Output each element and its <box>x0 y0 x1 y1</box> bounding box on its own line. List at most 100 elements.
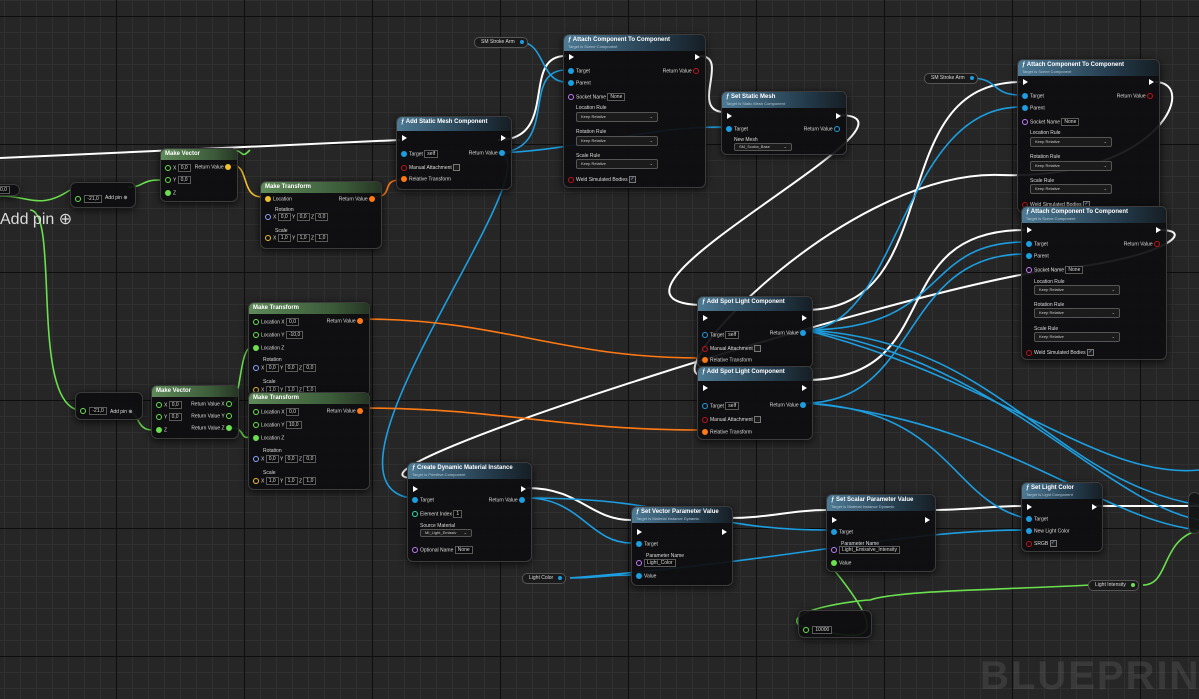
y-pin[interactable]: Y 0,0 <box>165 176 191 184</box>
target-pin[interactable]: Target <box>1026 241 1048 247</box>
make-vector-node-2[interactable]: Make Vector X 0,0 Y 0,0 Z Return Value X… <box>151 385 239 439</box>
object-pin-icon[interactable] <box>519 497 525 503</box>
manual-attachment-checkbox[interactable] <box>754 345 762 352</box>
exec-pin-icon[interactable] <box>802 385 807 391</box>
vector-pin-icon[interactable] <box>225 164 231 170</box>
partial-right-node[interactable] <box>1188 492 1199 534</box>
manual-attachment-pin[interactable]: Manual Attachment <box>702 345 762 352</box>
exec-pin-icon[interactable] <box>1023 79 1028 85</box>
target-pin[interactable]: Target <box>831 529 853 535</box>
exec-pin-icon[interactable] <box>402 135 407 141</box>
new-mesh-dropdown[interactable]: SM_Scoba_Base⌄ <box>734 143 792 151</box>
location-rule-dropdown[interactable]: Keep Relative⌄ <box>1030 137 1112 147</box>
rotation-fields[interactable]: X 0,0 Y 0,0 Z 0,0 <box>253 364 317 372</box>
object-pin-icon[interactable] <box>834 126 840 132</box>
return-value-x-pin[interactable]: Return Value X <box>191 401 234 407</box>
add-static-mesh-node[interactable]: ƒ Add Static Mesh Component Target self … <box>396 116 512 190</box>
transform-pin-icon[interactable] <box>357 408 363 414</box>
add-node-1-value[interactable]: -21,0 <box>84 195 102 203</box>
multiply-node[interactable]: 10000 <box>798 610 872 638</box>
exec-pin-icon[interactable] <box>1027 504 1032 510</box>
return-value-pin[interactable]: Return Value <box>195 164 233 170</box>
relative-transform-pin[interactable]: Relative Transform <box>702 357 752 363</box>
transform-pin-icon[interactable] <box>702 357 708 363</box>
exec-in-pin[interactable] <box>703 385 708 391</box>
rotation-rule-dropdown[interactable]: Keep Relative⌄ <box>1030 161 1112 171</box>
manual-attachment-pin[interactable]: Manual Attachment <box>401 164 461 171</box>
rotation-fields[interactable]: X 0,0 Y 0,0 Z 0,0 <box>253 455 317 463</box>
bool-pin-icon[interactable] <box>702 345 708 352</box>
int-pin-icon[interactable] <box>412 511 418 517</box>
exec-out-pin[interactable] <box>1156 227 1161 233</box>
location-rule-dropdown[interactable]: Keep Relative⌄ <box>1034 285 1120 295</box>
exec-in-pin[interactable] <box>703 315 708 321</box>
exec-pin-icon[interactable] <box>832 517 837 523</box>
optional-name-pin[interactable]: Optional Name None <box>412 546 473 554</box>
exec-pin-icon[interactable] <box>836 113 841 119</box>
target-pin[interactable]: Target <box>636 541 658 547</box>
new-light-color-pin[interactable]: New Light Color <box>1026 528 1070 534</box>
manual-attachment-checkbox[interactable] <box>754 416 762 423</box>
add-node-1-a[interactable]: -21,0 <box>75 195 102 203</box>
return-value-y-pin[interactable]: Return Value Y <box>191 413 234 419</box>
object-pin-icon[interactable] <box>1022 93 1028 99</box>
name-pin-icon[interactable] <box>636 560 642 566</box>
float-pin-icon[interactable] <box>165 177 171 183</box>
srgb-checkbox[interactable]: ✓ <box>1049 540 1057 547</box>
exec-out-pin[interactable] <box>521 486 526 492</box>
add-spot-light-node-1[interactable]: ƒ Add Spot Light Component Target self R… <box>697 296 813 368</box>
light-color-var[interactable]: Light Color <box>522 573 567 584</box>
scale-rule-dropdown[interactable]: Keep Relative⌄ <box>1030 184 1112 194</box>
object-pin-icon[interactable] <box>401 151 407 157</box>
weld-pin[interactable]: Weld Simulated Bodies ✓ <box>568 176 636 183</box>
element-index-pin[interactable]: Element Index 1 <box>412 510 463 518</box>
float-pin-icon[interactable] <box>253 422 259 428</box>
object-pin-icon[interactable] <box>800 402 806 408</box>
parameter-name-pin[interactable]: Light_Color <box>636 559 676 567</box>
object-pin-icon[interactable] <box>1026 241 1032 247</box>
color-pin-icon[interactable] <box>1026 528 1032 534</box>
name-pin-icon[interactable] <box>412 547 418 553</box>
name-pin-icon[interactable] <box>831 547 837 553</box>
exec-out-pin[interactable] <box>925 517 930 523</box>
add-node-2[interactable]: -21,0 Add pin ⊕ <box>75 392 143 420</box>
object-pin-icon[interactable] <box>1022 105 1028 111</box>
object-pin-icon[interactable] <box>1026 253 1032 259</box>
return-value-pin[interactable]: Return Value <box>327 408 365 414</box>
socket-name-pin[interactable]: Socket Name None <box>1026 266 1084 274</box>
exec-in-pin[interactable] <box>637 529 642 535</box>
scale-fields[interactable]: X 1,0 Y 1,0 Z 1,0 <box>265 234 329 242</box>
sm-stroke-arm-var-2[interactable]: SM Stroke Arm <box>924 73 978 84</box>
multiply-input[interactable]: 10000 <box>803 626 833 634</box>
bool-pin-icon[interactable] <box>702 416 708 423</box>
name-pin-icon[interactable] <box>568 94 574 100</box>
y-pin[interactable]: Y 0,0 <box>156 413 182 421</box>
exec-out-pin[interactable] <box>1092 504 1097 510</box>
exec-pin-icon[interactable] <box>727 113 732 119</box>
float-pin-icon[interactable] <box>165 190 171 196</box>
left-field[interactable]: 0,0 <box>0 186 10 194</box>
return-value-pin[interactable]: Return Value <box>469 150 507 156</box>
return-value-pin[interactable]: Return Value <box>1124 241 1162 247</box>
object-pin-icon[interactable] <box>702 332 708 338</box>
light-intensity-var[interactable]: Light Intensity <box>1088 580 1139 591</box>
make-transform-node-3[interactable]: Make Transform Location X 0,0 Location Y… <box>248 392 370 490</box>
scale-rule-dropdown[interactable]: Keep Relative⌄ <box>1034 332 1120 342</box>
return-value-pin[interactable]: Return Value <box>770 330 808 336</box>
rotation-rule-dropdown[interactable]: Keep Relative⌄ <box>1034 308 1120 318</box>
make-transform-node-1[interactable]: Make Transform Location Rotation X 0,0 Y… <box>260 181 382 249</box>
transform-pin-icon[interactable] <box>369 196 375 202</box>
object-pin-icon[interactable] <box>1026 516 1032 522</box>
weld-checkbox[interactable]: ✓ <box>629 176 636 183</box>
relative-transform-pin[interactable]: Relative Transform <box>702 429 752 435</box>
target-pin[interactable]: Target <box>1022 93 1044 99</box>
exec-in-pin[interactable] <box>402 135 407 141</box>
transform-pin-icon[interactable] <box>702 429 708 435</box>
z-pin[interactable]: Z <box>165 190 176 196</box>
exec-pin-icon[interactable] <box>501 135 506 141</box>
